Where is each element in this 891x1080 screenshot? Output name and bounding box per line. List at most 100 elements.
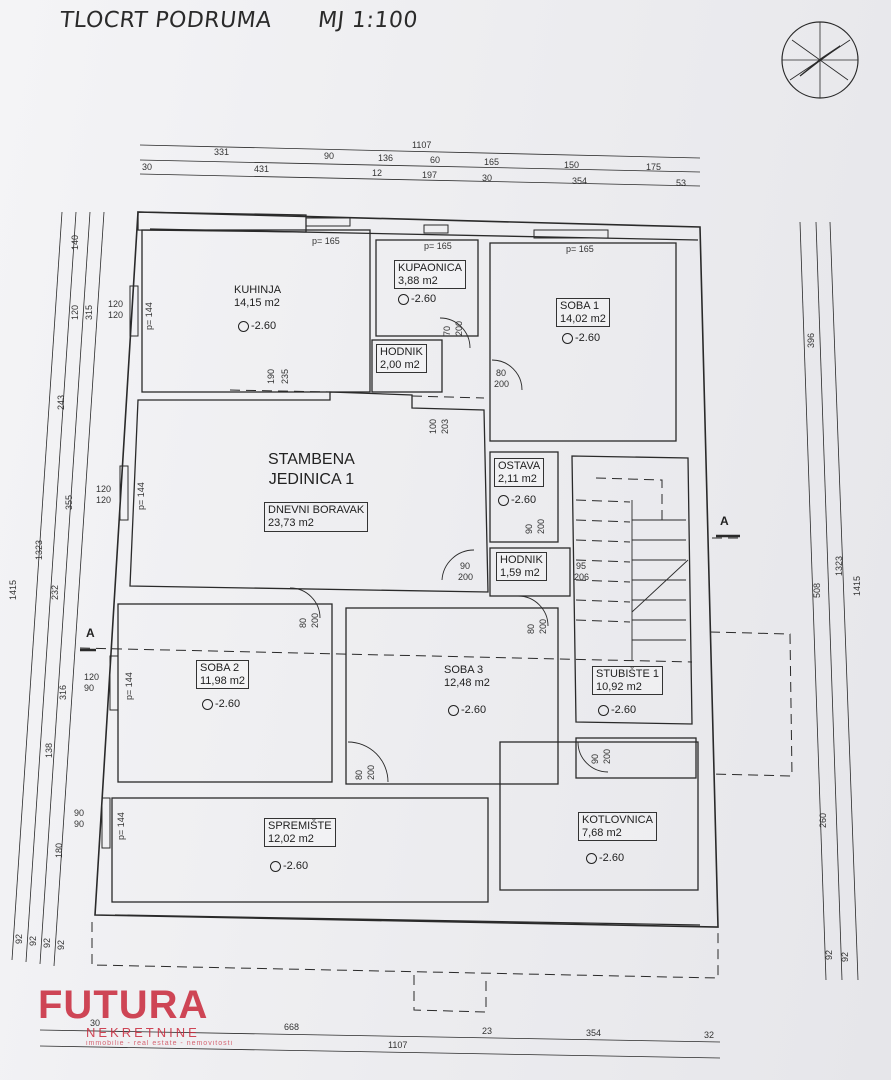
sill-label: 120 (108, 299, 124, 309)
dimension-top-total: 1107 (412, 140, 432, 150)
room-area: 7,68 m2 (582, 826, 622, 839)
logo-brand: FUTURA (38, 983, 209, 1027)
opening-dashed (229, 389, 331, 393)
door-label: 90 (590, 753, 600, 764)
door-label: 70 (442, 325, 452, 336)
door-label: 90 (524, 523, 534, 534)
room-area: 12,48 m2 (444, 676, 490, 689)
dimension-label: 23 (482, 1026, 493, 1036)
door-label: 200 (538, 618, 548, 634)
dimension-label: 30 (482, 173, 493, 183)
window-label: p= 165 (566, 244, 594, 254)
room-area: 14,15 m2 (234, 296, 280, 309)
dimension-label: 12 (372, 168, 383, 178)
room-name: SOBA 3 (444, 664, 484, 676)
dimension-label: 32 (704, 1030, 715, 1040)
dimension-label: 175 (646, 162, 662, 172)
window-label: p= 165 (424, 241, 452, 251)
dimension-left-outer: 1415 (8, 579, 18, 600)
dimension-label: 92 (56, 939, 66, 950)
sill-label: 90 (74, 819, 85, 829)
room-label-kotlovnica: KOTLOVNICA 7,68 m2 (578, 812, 657, 842)
sill-label: 90 (74, 808, 85, 818)
window-label: p= 144 (124, 672, 134, 700)
section-mark-right: A (720, 514, 729, 528)
room-outline-soba-3 (345, 607, 559, 785)
door-label: 200 (602, 748, 612, 764)
dimension-label: 180 (54, 842, 64, 858)
dimension-label: 431 (254, 164, 270, 174)
room-label-soba-1: SOBA 1 14,02 m2 (556, 298, 610, 328)
room-area: 23,73 m2 (268, 517, 314, 530)
level-marker-icon (498, 494, 509, 506)
door-label: 200 (494, 379, 510, 389)
logo-sub: NEKRETNINE (86, 1025, 200, 1040)
dimension-label: 90 (324, 151, 335, 161)
room-area: 2,00 m2 (380, 358, 420, 371)
room-area: 14,02 m2 (560, 312, 606, 325)
door-label: 206 (574, 572, 590, 582)
logo-tagline: immobilie - real estate - nemovitosti (86, 1040, 234, 1047)
wall-segment (575, 737, 697, 779)
room-area: 3,88 m2 (398, 274, 438, 287)
door-label: 80 (298, 617, 308, 628)
section-line-a (79, 647, 693, 663)
window-label: p= 144 (116, 812, 126, 840)
room-label-kupaonica: KUPAONICA 3,88 m2 (394, 260, 466, 290)
dimension-label: 315 (84, 304, 94, 320)
door-label: 200 (536, 518, 546, 534)
dimension-label: 53 (676, 178, 687, 188)
room-name: KUPAONICA (398, 262, 462, 274)
room-name: SOBA 1 (560, 300, 600, 312)
door-label: 80 (496, 368, 507, 378)
door-label: 80 (526, 623, 536, 634)
stair-upper-dashed (575, 477, 663, 623)
dimension-label: 92 (840, 951, 850, 962)
plan-scale: MJ 1:100 (316, 8, 420, 33)
room-name: STUBIŠTE 1 (596, 668, 659, 680)
room-outline-kupaonica (375, 239, 479, 337)
dimension-label: 232 (50, 584, 60, 600)
sill-label: 120 (84, 672, 100, 682)
room-area: 2,11 m2 (498, 472, 537, 485)
dimension-right-mid: 1323 (834, 555, 844, 576)
door-label: 200 (366, 764, 376, 780)
level-mark: -2.60 (586, 852, 624, 864)
sill-label: 120 (96, 484, 112, 494)
door-label: 190 (266, 368, 276, 384)
room-name: HODNIK (380, 346, 423, 358)
level-marker-icon (598, 704, 609, 716)
dimension-label: 92 (42, 937, 52, 948)
room-label-dnevni-boravak: DNEVNI BORAVAK 23,73 m2 (264, 502, 369, 533)
dimension-label: 354 (586, 1028, 602, 1038)
dimension-label: 260 (818, 812, 828, 828)
plan-title: TLOCRT PODRUMA (58, 8, 273, 33)
room-area: 11,98 m2 (200, 674, 246, 687)
opening-dashed (411, 395, 485, 399)
room-name: SOBA 2 (200, 662, 240, 674)
dimension-label: 508 (812, 582, 822, 598)
window-label: p= 144 (144, 302, 154, 330)
door-label: 203 (440, 418, 450, 434)
level-marker-icon (270, 860, 281, 872)
dimension-label: 120 (70, 304, 80, 320)
room-outline-soba-2 (117, 603, 333, 783)
dimension-label: 136 (378, 153, 394, 163)
room-label-soba-3: SOBA 3 12,48 m2 (444, 664, 490, 689)
terrace-dashed (709, 631, 793, 777)
dimension-label: 354 (572, 176, 588, 186)
dimension-label: 140 (70, 234, 80, 250)
inner-wall-line (114, 914, 701, 926)
sill-label: 120 (96, 495, 112, 505)
dimension-label: 331 (214, 147, 230, 157)
door-label: 80 (354, 769, 364, 780)
level-mark: -2.60 (498, 494, 536, 506)
dimension-label: 197 (422, 170, 438, 180)
level-marker-icon (398, 293, 409, 305)
room-name: KOTLOVNICA (582, 814, 653, 826)
room-label-hodnik-1: HODNIK 2,00 m2 (376, 344, 427, 374)
room-label-kuhinja: KUHINJA 14,15 m2 (234, 284, 281, 309)
sill-label: 120 (108, 310, 124, 320)
window-label: p= 165 (312, 236, 340, 246)
